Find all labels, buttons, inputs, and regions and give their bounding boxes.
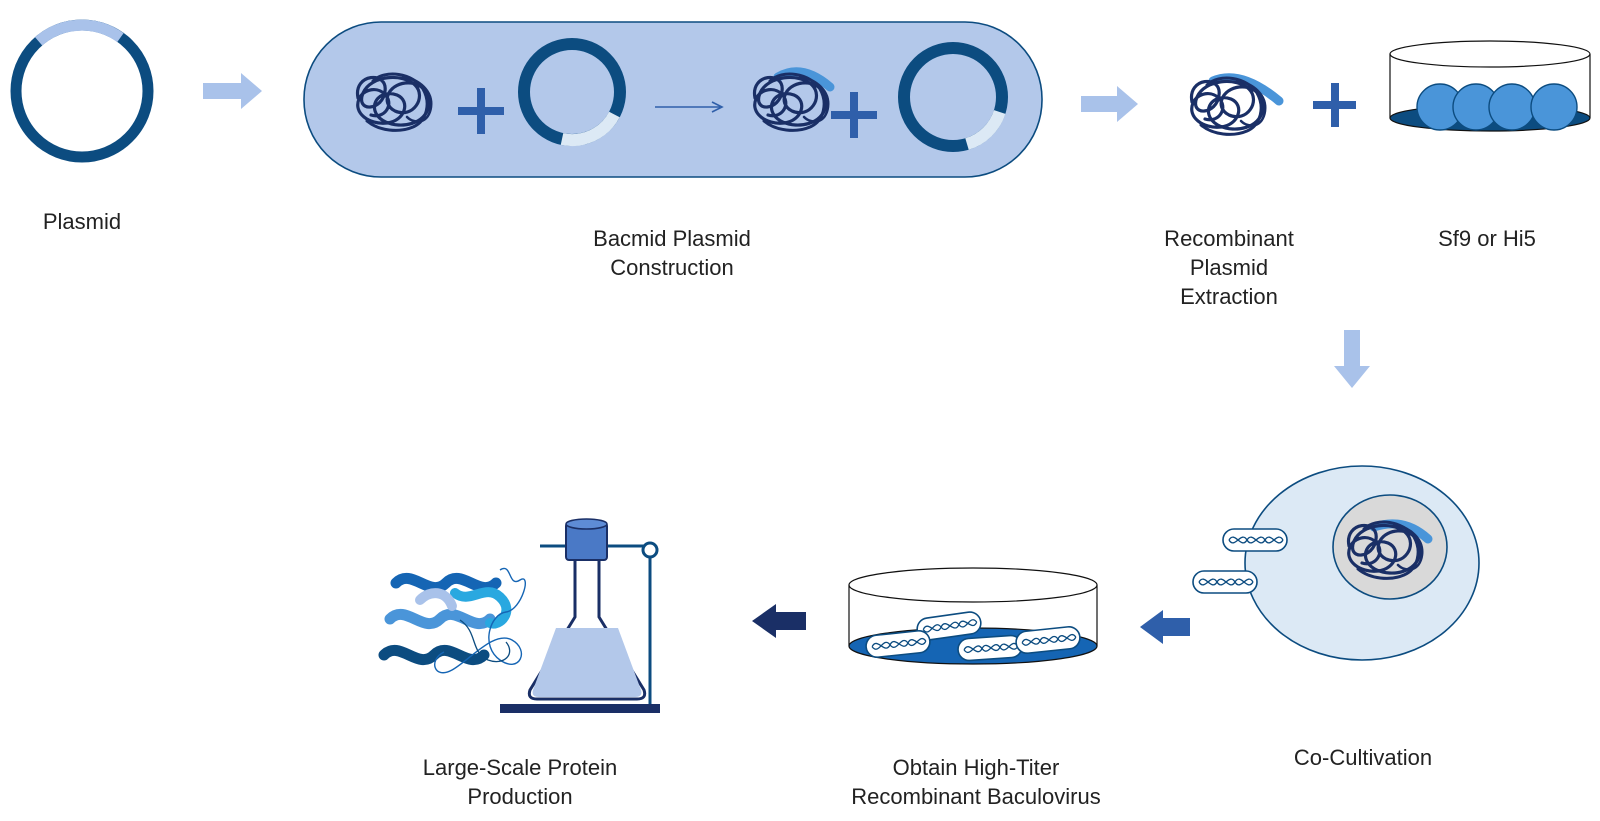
label-line: Large-Scale Protein (422, 755, 618, 780)
thin-arrow-icon (655, 101, 724, 113)
label-line: Recombinant (1164, 226, 1294, 251)
label-line: Construction (610, 255, 734, 280)
recombinant-extraction-label: Recombinant Plasmid Extraction (1164, 224, 1294, 311)
virus-capsule-icon (1192, 570, 1258, 594)
erlenmeyer-flask-stand-icon (500, 518, 660, 713)
arrow-left-icon (1140, 610, 1190, 644)
label-line: Plasmid (1189, 255, 1269, 280)
label-line: Production (467, 784, 573, 809)
cells-label: Sf9 or Hi5 (1438, 226, 1536, 251)
infected-cell-icon (1244, 465, 1480, 661)
recombinant-bacmid-ring-icon (898, 42, 1008, 152)
plasmid-ring-icon (10, 19, 154, 163)
arrow-down-icon (1334, 330, 1370, 388)
cocultivation-label: Co-Cultivation (1293, 745, 1433, 770)
plus-icon (1313, 83, 1356, 127)
petri-dish-cells-icon (1389, 40, 1591, 132)
protein-production-label: Large-Scale Protein Production (423, 753, 617, 811)
arrow-right-icon (1081, 86, 1138, 122)
protein-structure-icon (378, 567, 526, 674)
bacmid-ring-icon (518, 38, 626, 147)
label-line: Bacmid Plasmid (593, 226, 751, 251)
plus-icon (458, 88, 504, 134)
extracted-plasmid-coil-icon (1189, 73, 1284, 136)
arrow-left-icon (752, 604, 806, 638)
plus-icon (831, 92, 877, 138)
label-line: Extraction (1180, 284, 1278, 309)
bacmid-construction-label: Bacmid Plasmid Construction (593, 224, 751, 282)
virus-dish-icon (848, 567, 1098, 665)
virus-capsule-icon (1222, 528, 1288, 552)
recombinant-coil-icon (752, 67, 835, 132)
label-line: Obtain High-Titer (892, 755, 1060, 780)
arrow-right-icon (203, 73, 262, 109)
plasmid-label: Plasmid (42, 209, 122, 234)
virus-titer-label: Obtain High-Titer Recombinant Baculoviru… (851, 753, 1100, 811)
label-line: Recombinant Baculovirus (851, 784, 1101, 809)
bacmid-construction-capsule (303, 21, 1043, 178)
